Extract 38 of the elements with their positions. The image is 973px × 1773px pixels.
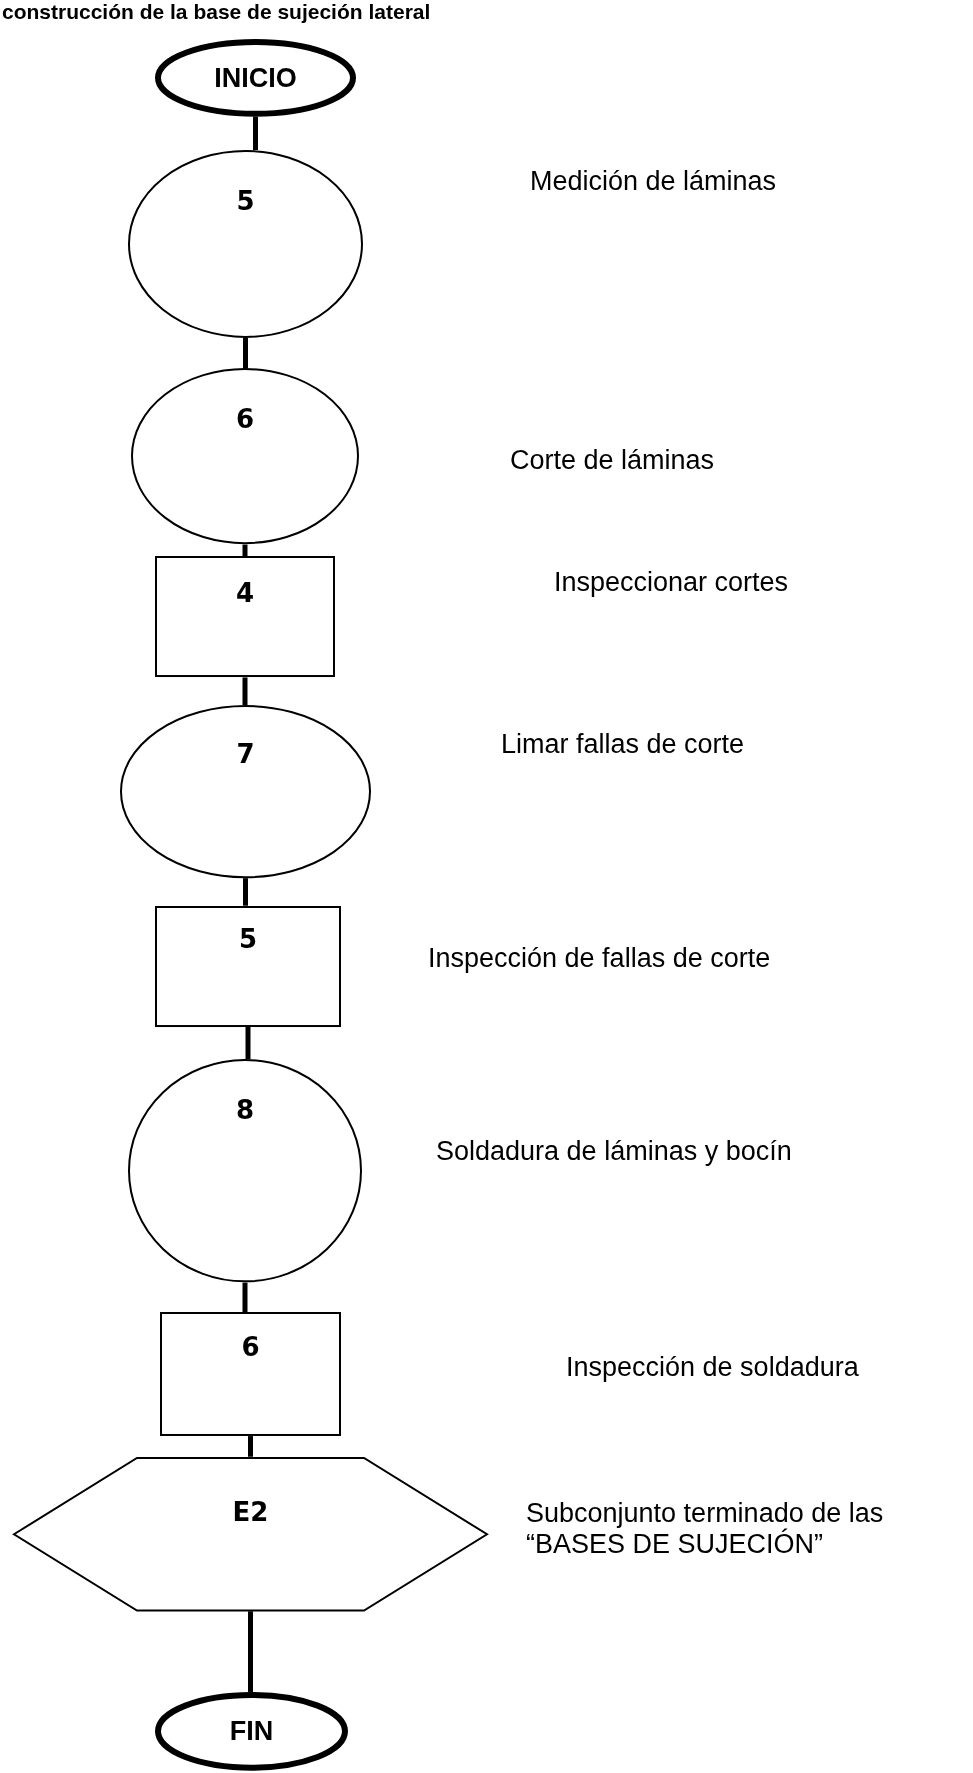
step-label: 6 — [240, 1332, 261, 1363]
step-label: INICIO — [213, 62, 298, 94]
connector-line — [248, 1611, 253, 1692]
connector-line — [242, 677, 248, 705]
connector-line — [248, 1436, 253, 1457]
storage-hexagon — [14, 1456, 487, 1612]
step-description: Inspección de soldadura — [566, 1352, 860, 1384]
connector-line — [245, 1026, 251, 1060]
step-label: 5 — [237, 923, 259, 954]
step-description: Soldadura de láminas y bocín — [436, 1135, 793, 1167]
step-label: FIN — [228, 1715, 275, 1747]
inspection-box — [155, 905, 341, 1027]
diagram-title: construcción de la base de sujeción lateral — [2, 0, 431, 24]
operation-ellipse — [131, 368, 359, 545]
inspection-box — [155, 556, 335, 678]
step-label: 6 — [234, 404, 256, 435]
step-description: Limar fallas de corte — [501, 728, 746, 760]
step-description: Inspeccionar cortes — [554, 567, 790, 599]
connector-line — [243, 878, 248, 906]
step-label: 7 — [235, 739, 256, 769]
step-label: 4 — [234, 578, 256, 609]
operation-ellipse — [128, 150, 363, 338]
operation-ellipse — [120, 705, 371, 879]
connector-line — [242, 544, 248, 557]
terminal-ellipse — [155, 38, 356, 117]
step-description: Medición de láminas — [530, 165, 778, 197]
step-description: Inspección de fallas de corte — [428, 943, 772, 975]
operation-ellipse — [128, 1059, 362, 1283]
connector-line — [242, 1282, 248, 1313]
step-description: Corte de láminas — [510, 445, 716, 477]
step-label: E2 — [231, 1496, 270, 1527]
inspection-box — [160, 1312, 341, 1437]
step-label: 5 — [235, 186, 256, 216]
connector-line — [253, 116, 258, 150]
connector-line — [243, 337, 248, 369]
terminal-ellipse — [155, 1691, 348, 1771]
step-description: Subconjunto terminado de las “BASES DE SUJECIÓN” — [526, 1498, 885, 1561]
step-label: 8 — [234, 1095, 256, 1126]
